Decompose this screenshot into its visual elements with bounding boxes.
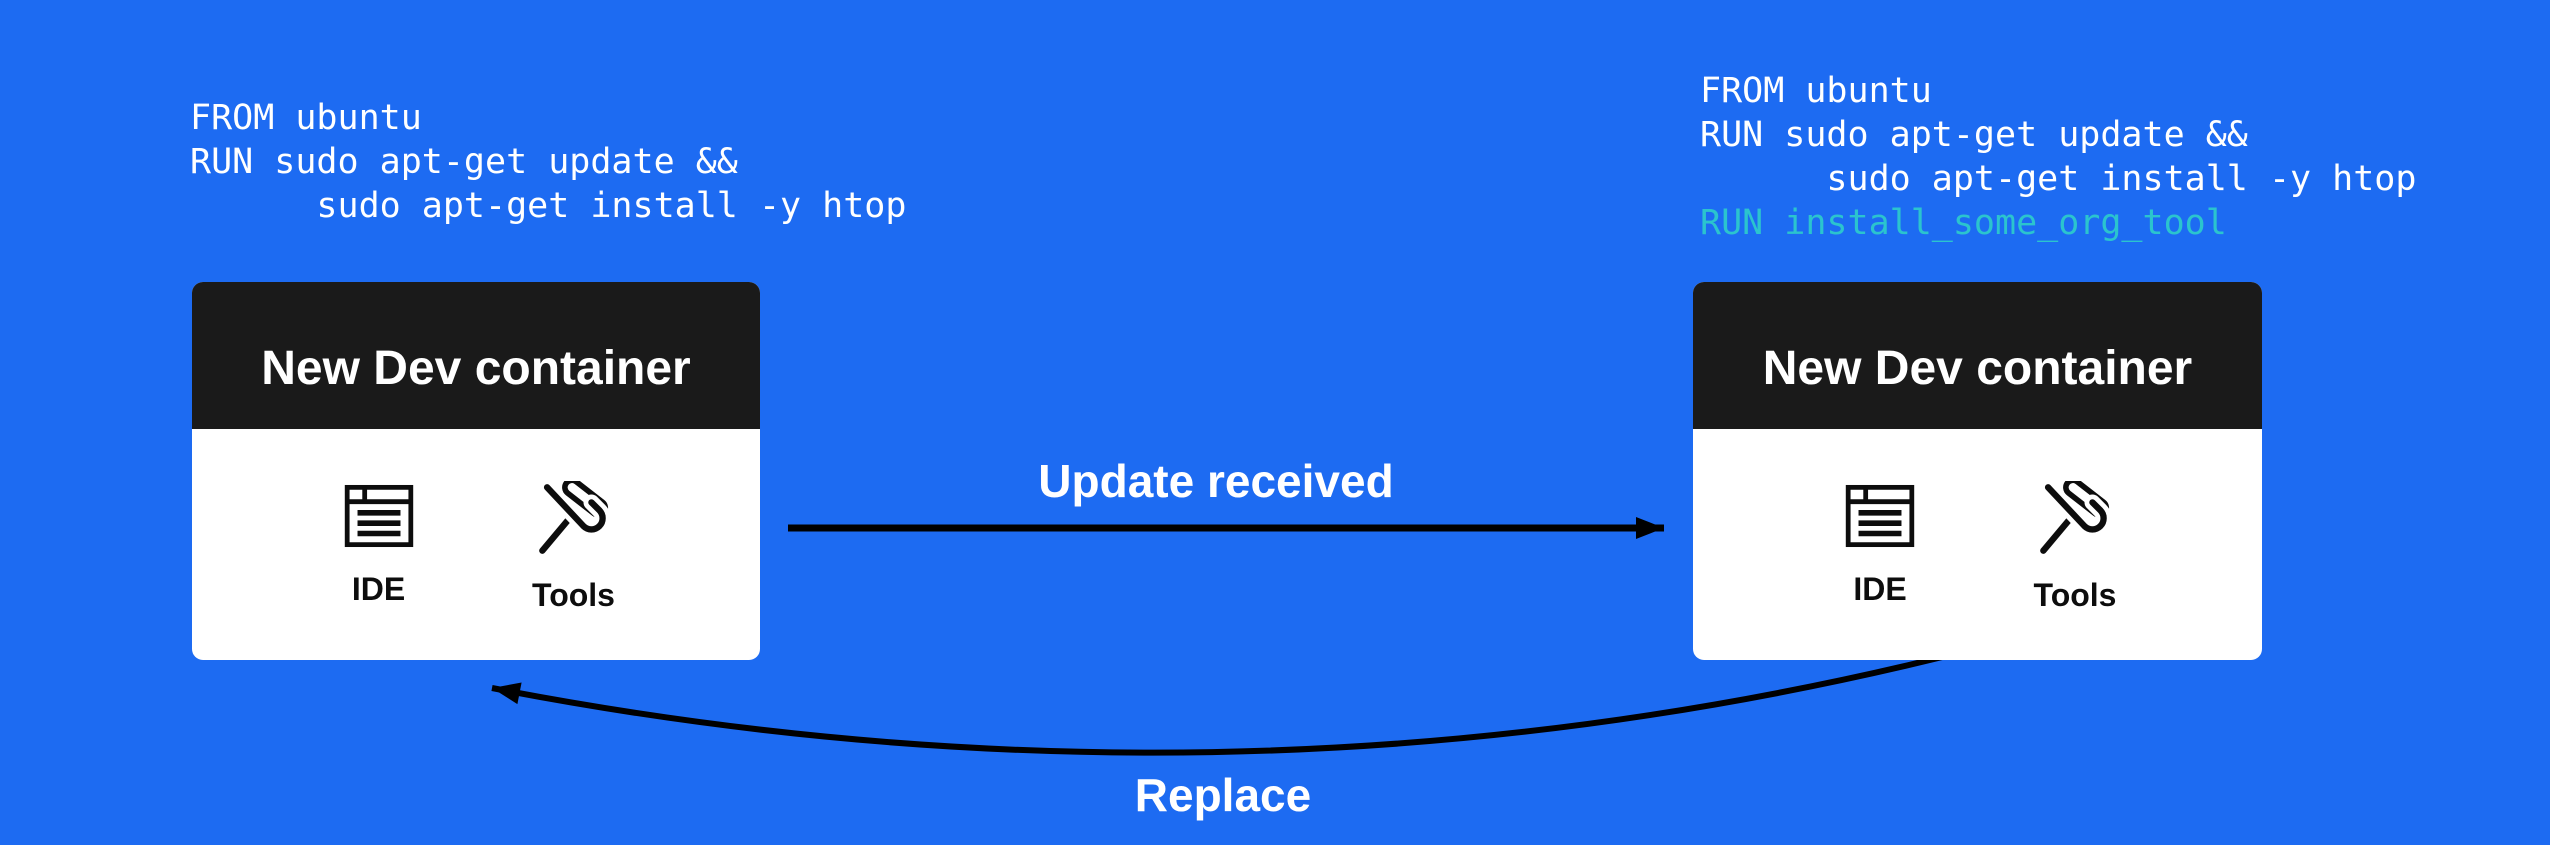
tools-item: Tools (2027, 481, 2123, 614)
card-body: IDE Tools (192, 429, 760, 660)
hammer-wrench-icon (2040, 481, 2112, 554)
update-received-label: Update received (1038, 455, 1394, 507)
code-line-added-org-tool: RUN install_some_org_tool (1700, 203, 2227, 243)
tool-label: IDE (1853, 571, 1907, 607)
code-line: RUN sudo apt-get update && (1700, 115, 2248, 155)
card-body: IDE Tools (1693, 429, 2262, 660)
card-header: New Dev container (192, 282, 760, 429)
tools-item: Tools (526, 481, 622, 614)
card-title: New Dev container (261, 342, 691, 395)
code-line: FROM ubuntu (1700, 71, 1932, 111)
dev-container-card-left: New Dev container IDE (192, 282, 760, 660)
tool-label: Tools (2033, 577, 2117, 613)
replace-label: Replace (1134, 769, 1312, 821)
dev-container-card-right: New Dev container IDE (1693, 282, 2262, 660)
ide-window-icon (344, 484, 413, 548)
tool-label: Tools (532, 577, 615, 613)
card-header: New Dev container (1693, 282, 2262, 429)
ide-item: IDE (1832, 481, 1928, 608)
hammer-wrench-icon (538, 481, 610, 554)
code-line: RUN sudo apt-get update && (190, 142, 738, 182)
code-line: FROM ubuntu (190, 98, 422, 138)
code-line: sudo apt-get install -y htop (1700, 159, 2417, 199)
ide-window-icon (1845, 484, 1915, 548)
replace-arrow (491, 642, 1991, 756)
ide-item: IDE (331, 481, 427, 608)
tool-label: IDE (351, 571, 406, 607)
card-title: New Dev container (1762, 342, 2193, 395)
code-line: sudo apt-get install -y htop (190, 186, 907, 226)
